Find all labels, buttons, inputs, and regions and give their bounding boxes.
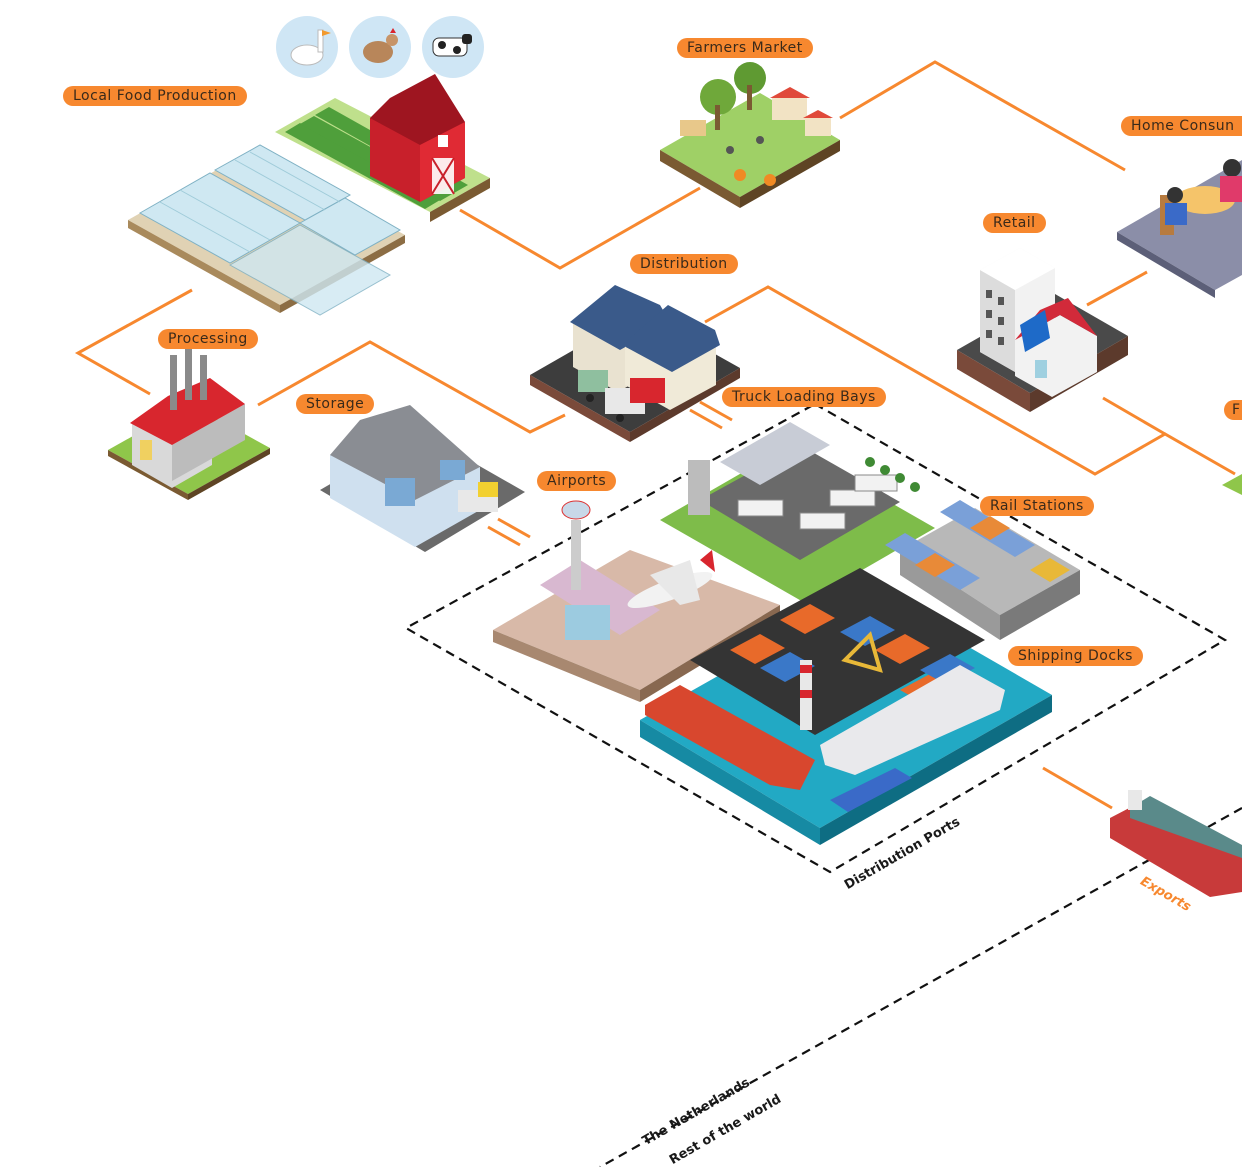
export-ship-illustration bbox=[1110, 790, 1242, 897]
shipping-docks-illustration bbox=[640, 568, 1052, 845]
label-local-food-production: Local Food Production bbox=[63, 86, 247, 106]
distribution-ports-boundary bbox=[403, 402, 1228, 874]
line-market-home bbox=[839, 60, 1126, 172]
storage-illustration bbox=[320, 405, 525, 552]
processing-illustration bbox=[108, 345, 270, 500]
line-tick-4 bbox=[497, 517, 531, 539]
label-shipping-docks: Shipping Docks bbox=[1008, 646, 1143, 666]
label-home-consumption: Home Consun bbox=[1121, 116, 1242, 136]
truck-loading-bays-illustration bbox=[660, 422, 935, 603]
local-food-production-illustration bbox=[128, 74, 490, 316]
farmers-market-illustration bbox=[660, 62, 840, 208]
label-storage: Storage bbox=[296, 394, 375, 414]
animal-icons bbox=[276, 16, 484, 78]
label-cut-off: F bbox=[1224, 400, 1242, 420]
line-docks-exports bbox=[1042, 766, 1113, 810]
distribution-illustration bbox=[530, 285, 740, 442]
label-farmers-market: Farmers Market bbox=[677, 38, 813, 58]
line-production-market bbox=[459, 186, 701, 270]
label-distribution: Distribution bbox=[630, 254, 738, 274]
line-retail-home bbox=[1086, 270, 1148, 307]
label-airports: Airports bbox=[537, 471, 617, 491]
connector-lines bbox=[74, 60, 1236, 810]
line-processing-distribution bbox=[257, 340, 566, 434]
offscreen-block bbox=[1222, 474, 1242, 495]
rail-stations-illustration bbox=[885, 500, 1080, 640]
home-consumption-illustration bbox=[1117, 159, 1242, 298]
label-truck-loading-bays: Truck Loading Bays bbox=[722, 387, 886, 407]
dashed-boundaries bbox=[403, 402, 1242, 1167]
line-retail-junction bbox=[1102, 396, 1166, 436]
line-tick-1 bbox=[689, 408, 723, 430]
label-retail: Retail bbox=[983, 213, 1046, 233]
netherlands-border-line bbox=[599, 807, 1242, 1167]
label-processing: Processing bbox=[158, 329, 258, 349]
line-production-processing bbox=[74, 288, 193, 396]
label-rail-stations: Rail Stations bbox=[980, 496, 1094, 516]
retail-illustration bbox=[957, 248, 1128, 412]
line-tick-2 bbox=[699, 400, 733, 422]
airports-illustration bbox=[493, 500, 780, 702]
line-distribution-right bbox=[704, 285, 1236, 476]
line-tick-3 bbox=[487, 525, 521, 547]
